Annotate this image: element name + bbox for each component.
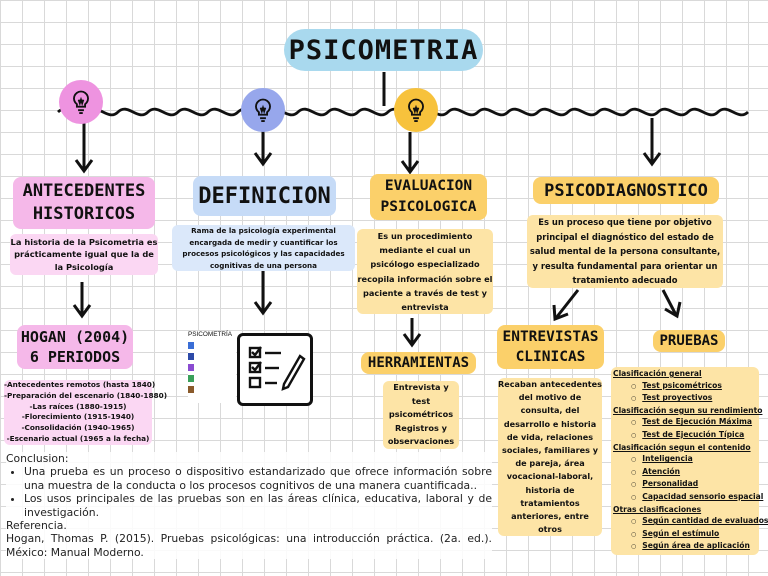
classification-heading: Otras clasificaciones	[613, 504, 702, 514]
antecedentes-title-line1: ANTECEDENTES	[22, 181, 146, 201]
bulb-evaluacion	[394, 88, 438, 132]
thumbnail-swatch	[188, 386, 194, 393]
herramientas-text: Entrevista y test psicométricos Registro…	[383, 381, 459, 449]
periods-list: -Antecedentes remotos (hasta 1840) -Prep…	[4, 380, 168, 445]
classification-heading: Clasificación segun el contenido	[613, 442, 751, 452]
antecedentes-text: La historia de la Psicometria es práctic…	[10, 234, 158, 276]
definicion-thumbnail: PSICOMETRÍA	[188, 331, 236, 403]
thumbnail-swatch	[188, 342, 194, 349]
psicodiagnostico-title: PSICODIAGNOSTICO	[533, 177, 719, 204]
entrevistas-title-line2: CLINICAS	[515, 349, 586, 365]
classification-heading: Clasificación segun su rendimiento	[613, 405, 763, 415]
pruebas-title: PRUEBAS	[653, 330, 725, 352]
conclusion-list: Una prueba es un proceso o dispositivo e…	[6, 465, 492, 519]
classification-item: Inteligencia	[613, 453, 759, 466]
checklist-image	[237, 333, 313, 406]
lightbulb-icon	[408, 98, 424, 123]
lightbulb-icon	[73, 90, 89, 115]
thumbnail-swatch	[188, 375, 194, 382]
entrevistas-text: Recaban antecedentes del motivo de consu…	[498, 378, 602, 537]
herramientas-title: HERRAMIENTAS	[361, 352, 476, 374]
period-item: -Antecedentes remotos (hasta 1840)	[4, 380, 156, 389]
period-item: -Escenario actual (1965 a la fecha)	[6, 433, 150, 443]
lightbulb-icon	[255, 98, 271, 123]
antecedentes-title: ANTECEDENTES HISTORICOS	[13, 177, 155, 229]
thumbnail-title: PSICOMETRÍA	[188, 331, 233, 338]
arrow-pruebas	[661, 289, 682, 319]
conclusion-label: Conclusion:	[6, 452, 69, 465]
arrow-herramientas	[402, 318, 422, 348]
bulb-antecedentes	[59, 80, 103, 124]
bulb-definicion	[241, 88, 285, 132]
definicion-text: Rama de la psicología experimental encar…	[172, 225, 355, 272]
arrow-definicion-image	[253, 268, 273, 316]
classification-heading: Clasificación general	[613, 369, 702, 378]
classification-item: Según área de aplicación	[613, 540, 759, 553]
evaluacion-title-line2: PSICOLOGICA	[380, 199, 477, 215]
classification-item: Test proyectivos	[613, 392, 759, 405]
arrow-hogan	[72, 282, 92, 319]
classification-item: Test psicométricos	[613, 380, 759, 393]
conclusion-bullet: Los usos principales de las pruebas son …	[24, 492, 492, 519]
classification-item: Según el estímulo	[613, 528, 759, 541]
entrevistas-title-line1: ENTREVISTAS	[502, 329, 599, 345]
arrow-antecedentes	[74, 120, 94, 174]
classification-item: Test de Ejecución Máxima	[613, 416, 759, 429]
reference-text: Hogan, Thomas P. (2015). Pruebas psicoló…	[6, 532, 492, 559]
hogan-title-line1: HOGAN (2004)	[20, 328, 130, 346]
classification-item: Según cantidad de evaluados	[613, 515, 768, 528]
thumbnail-swatch	[188, 353, 194, 360]
thumbnail-swatch	[188, 364, 194, 371]
conclusion-bullet: Una prueba es un proceso o dispositivo e…	[24, 465, 492, 492]
period-item: -Florecimiento (1915-1940)	[21, 412, 135, 422]
checklist-icon	[248, 346, 306, 391]
evaluacion-title-line1: EVALUACION	[384, 178, 473, 194]
classification-item: Personalidad	[613, 478, 759, 491]
arrow-psicodiagnostico	[642, 118, 662, 167]
hogan-title: HOGAN (2004) 6 PERIODOS	[17, 325, 133, 369]
definicion-title: DEFINICION	[193, 176, 336, 216]
antecedentes-title-line2: HISTORICOS	[32, 204, 136, 224]
classification-item: Test de Ejecución Típica	[613, 429, 759, 442]
period-item: -Las raíces (1880-1915)	[29, 401, 127, 411]
entrevistas-title: ENTREVISTAS CLINICAS	[497, 325, 604, 369]
classification-item: Capacidad sensorio espacial	[613, 491, 763, 504]
conclusion-section: Conclusion: Una prueba es un proceso o d…	[6, 452, 492, 560]
classification-list: Clasificación general Test psicométricos…	[611, 367, 768, 555]
reference-label: Referencia.	[6, 519, 67, 533]
psicodiagnostico-text: Es un proceso que tiene por objetivo pri…	[527, 215, 723, 288]
period-item: -Preparación del escenario (1840-1880)	[4, 390, 168, 400]
arrow-evaluacion	[400, 132, 420, 175]
arrow-entrevistas	[552, 289, 580, 322]
evaluacion-title: EVALUACION PSICOLOGICA	[370, 174, 487, 220]
hogan-title-line2: 6 PERIODOS	[29, 348, 121, 366]
period-item: -Consolidación (1940-1965)	[21, 423, 135, 433]
classification-item: Atención	[613, 466, 759, 479]
arrow-definicion	[253, 130, 273, 167]
page-title: PSICOMETRIA	[284, 29, 483, 71]
evaluacion-text: Es un procedimiento mediante el cual un …	[357, 229, 493, 315]
